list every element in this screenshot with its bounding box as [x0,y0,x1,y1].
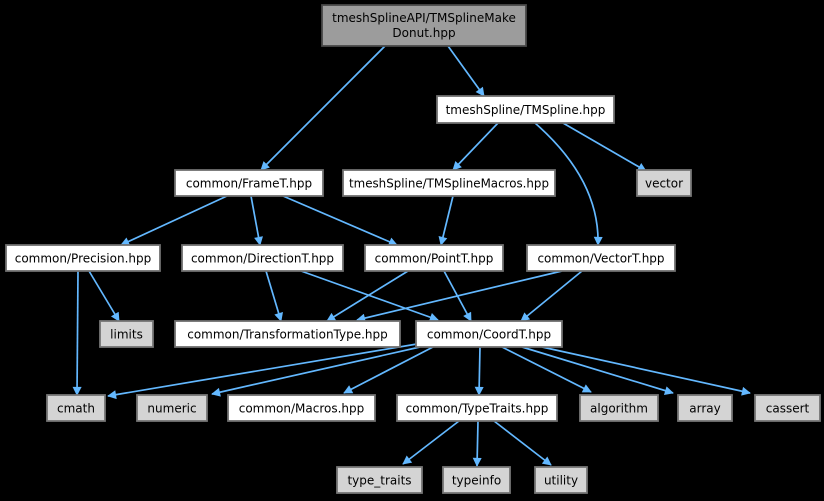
node-type_traits-box [336,466,423,494]
node-numeric: numeric [136,394,208,422]
node-directiont-box[interactable] [181,244,344,272]
node-numeric-label: numeric [147,402,196,416]
node-limits-label: limits [110,328,143,342]
node-tmsplinemacros[interactable]: tmeshSpline/TMSplineMacros.hpp [342,169,556,197]
edge-typetraits-to-utility [493,420,552,466]
node-tmspline[interactable]: tmeshSpline/TMSpline.hpp [436,95,615,124]
edge-coordt-to-array [521,346,674,395]
edge-coordt-to-algorithm [501,346,592,393]
edge-typetraits-to-type_traits [402,420,460,465]
node-array-box [677,394,733,422]
edge-coordt-to-macros [343,346,434,394]
node-typeinfo-label: typeinfo [452,474,501,488]
node-pointt-label: common/PointT.hpp [375,252,494,266]
node-pointt-box[interactable] [364,244,504,272]
edge-pointt-to-transformationtype [326,270,409,322]
node-vectort-box[interactable] [526,244,676,272]
node-limits: limits [99,320,154,348]
edge-vectort-to-coordt [520,270,583,322]
edge-tmspline-to-tmsplinemacros [452,122,499,171]
edge-precision-to-cmath [72,270,82,396]
node-type_traits-label: type_traits [347,474,411,488]
edge-precision-to-limits [88,270,120,322]
edge-framet-to-precision [120,195,228,246]
node-typetraits-label: common/TypeTraits.hpp [406,402,549,416]
node-vector: vector [636,169,692,197]
edge-coordt-to-typetraits [474,346,484,396]
node-cmath-label: cmath [57,402,95,416]
node-cassert-box [754,394,821,422]
edge-directiont-to-transformationtype [265,270,283,322]
node-vectort[interactable]: common/VectorT.hpp [526,244,676,272]
node-typeinfo: typeinfo [442,466,511,494]
node-macros-label: common/Macros.hpp [239,402,365,416]
node-typetraits[interactable]: common/TypeTraits.hpp [396,394,558,422]
node-directiont[interactable]: common/DirectionT.hpp [181,244,344,272]
node-array: array [677,394,733,422]
edge-coordt-to-cassert [541,346,751,396]
node-tmspline-label: tmeshSpline/TMSpline.hpp [446,103,606,117]
node-utility-label: utility [544,474,578,488]
node-cmath-box [46,394,106,422]
node-limits-box [99,320,154,348]
node-transformationtype-label: common/TransformationType.hpp [187,328,388,342]
edge-coordt-to-cmath [107,343,418,400]
edge-vectort-to-transformationtype [356,270,563,323]
node-precision-label: common/Precision.hpp [15,252,152,266]
edge-tmsplinemacros-to-pointt [438,195,454,246]
node-makedonut-box [321,4,527,47]
node-coordt-box[interactable] [415,320,563,348]
node-macros-box[interactable] [227,394,376,422]
edge-makedonut-to-tmspline [447,45,485,97]
node-precision-box[interactable] [5,244,161,272]
edge-coordt-to-numeric [211,346,421,397]
edge-tmspline-to-vectort [534,122,603,246]
node-coordt-label: common/CoordT.hpp [427,328,551,342]
node-framet[interactable]: common/FrameT.hpp [174,169,324,197]
node-tmsplinemacros-box[interactable] [342,169,556,197]
node-transformationtype[interactable]: common/TransformationType.hpp [174,320,401,348]
node-algorithm: algorithm [579,394,659,422]
node-typetraits-box[interactable] [396,394,558,422]
edge-typetraits-to-typeinfo [472,420,482,467]
node-utility: utility [534,466,588,494]
node-type_traits: type_traits [336,466,423,494]
node-typeinfo-box [442,466,511,494]
node-cassert-label: cassert [766,402,810,416]
node-precision[interactable]: common/Precision.hpp [5,244,161,272]
node-coordt[interactable]: common/CoordT.hpp [415,320,563,348]
edge-framet-to-directiont [250,195,263,246]
edge-makedonut-to-framet [260,45,386,171]
node-framet-label: common/FrameT.hpp [186,177,312,191]
node-cassert: cassert [754,394,821,422]
node-directiont-label: common/DirectionT.hpp [191,252,334,266]
node-utility-box [534,466,588,494]
edge-framet-to-pointt [282,195,398,246]
node-numeric-box [136,394,208,422]
node-vector-box [636,169,692,197]
node-algorithm-box [579,394,659,422]
node-cmath: cmath [46,394,106,422]
edge-tmspline-to-vector [562,122,647,172]
node-vectort-label: common/VectorT.hpp [537,252,664,266]
node-tmspline-box[interactable] [436,95,615,124]
node-vector-label: vector [645,177,683,191]
node-pointt[interactable]: common/PointT.hpp [364,244,504,272]
node-tmsplinemacros-label: tmeshSpline/TMSplineMacros.hpp [349,177,549,191]
node-macros[interactable]: common/Macros.hpp [227,394,376,422]
node-algorithm-label: algorithm [590,402,648,416]
edge-layer [72,45,751,467]
node-transformationtype-box[interactable] [174,320,401,348]
node-array-label: array [689,402,720,416]
node-framet-box[interactable] [174,169,324,197]
